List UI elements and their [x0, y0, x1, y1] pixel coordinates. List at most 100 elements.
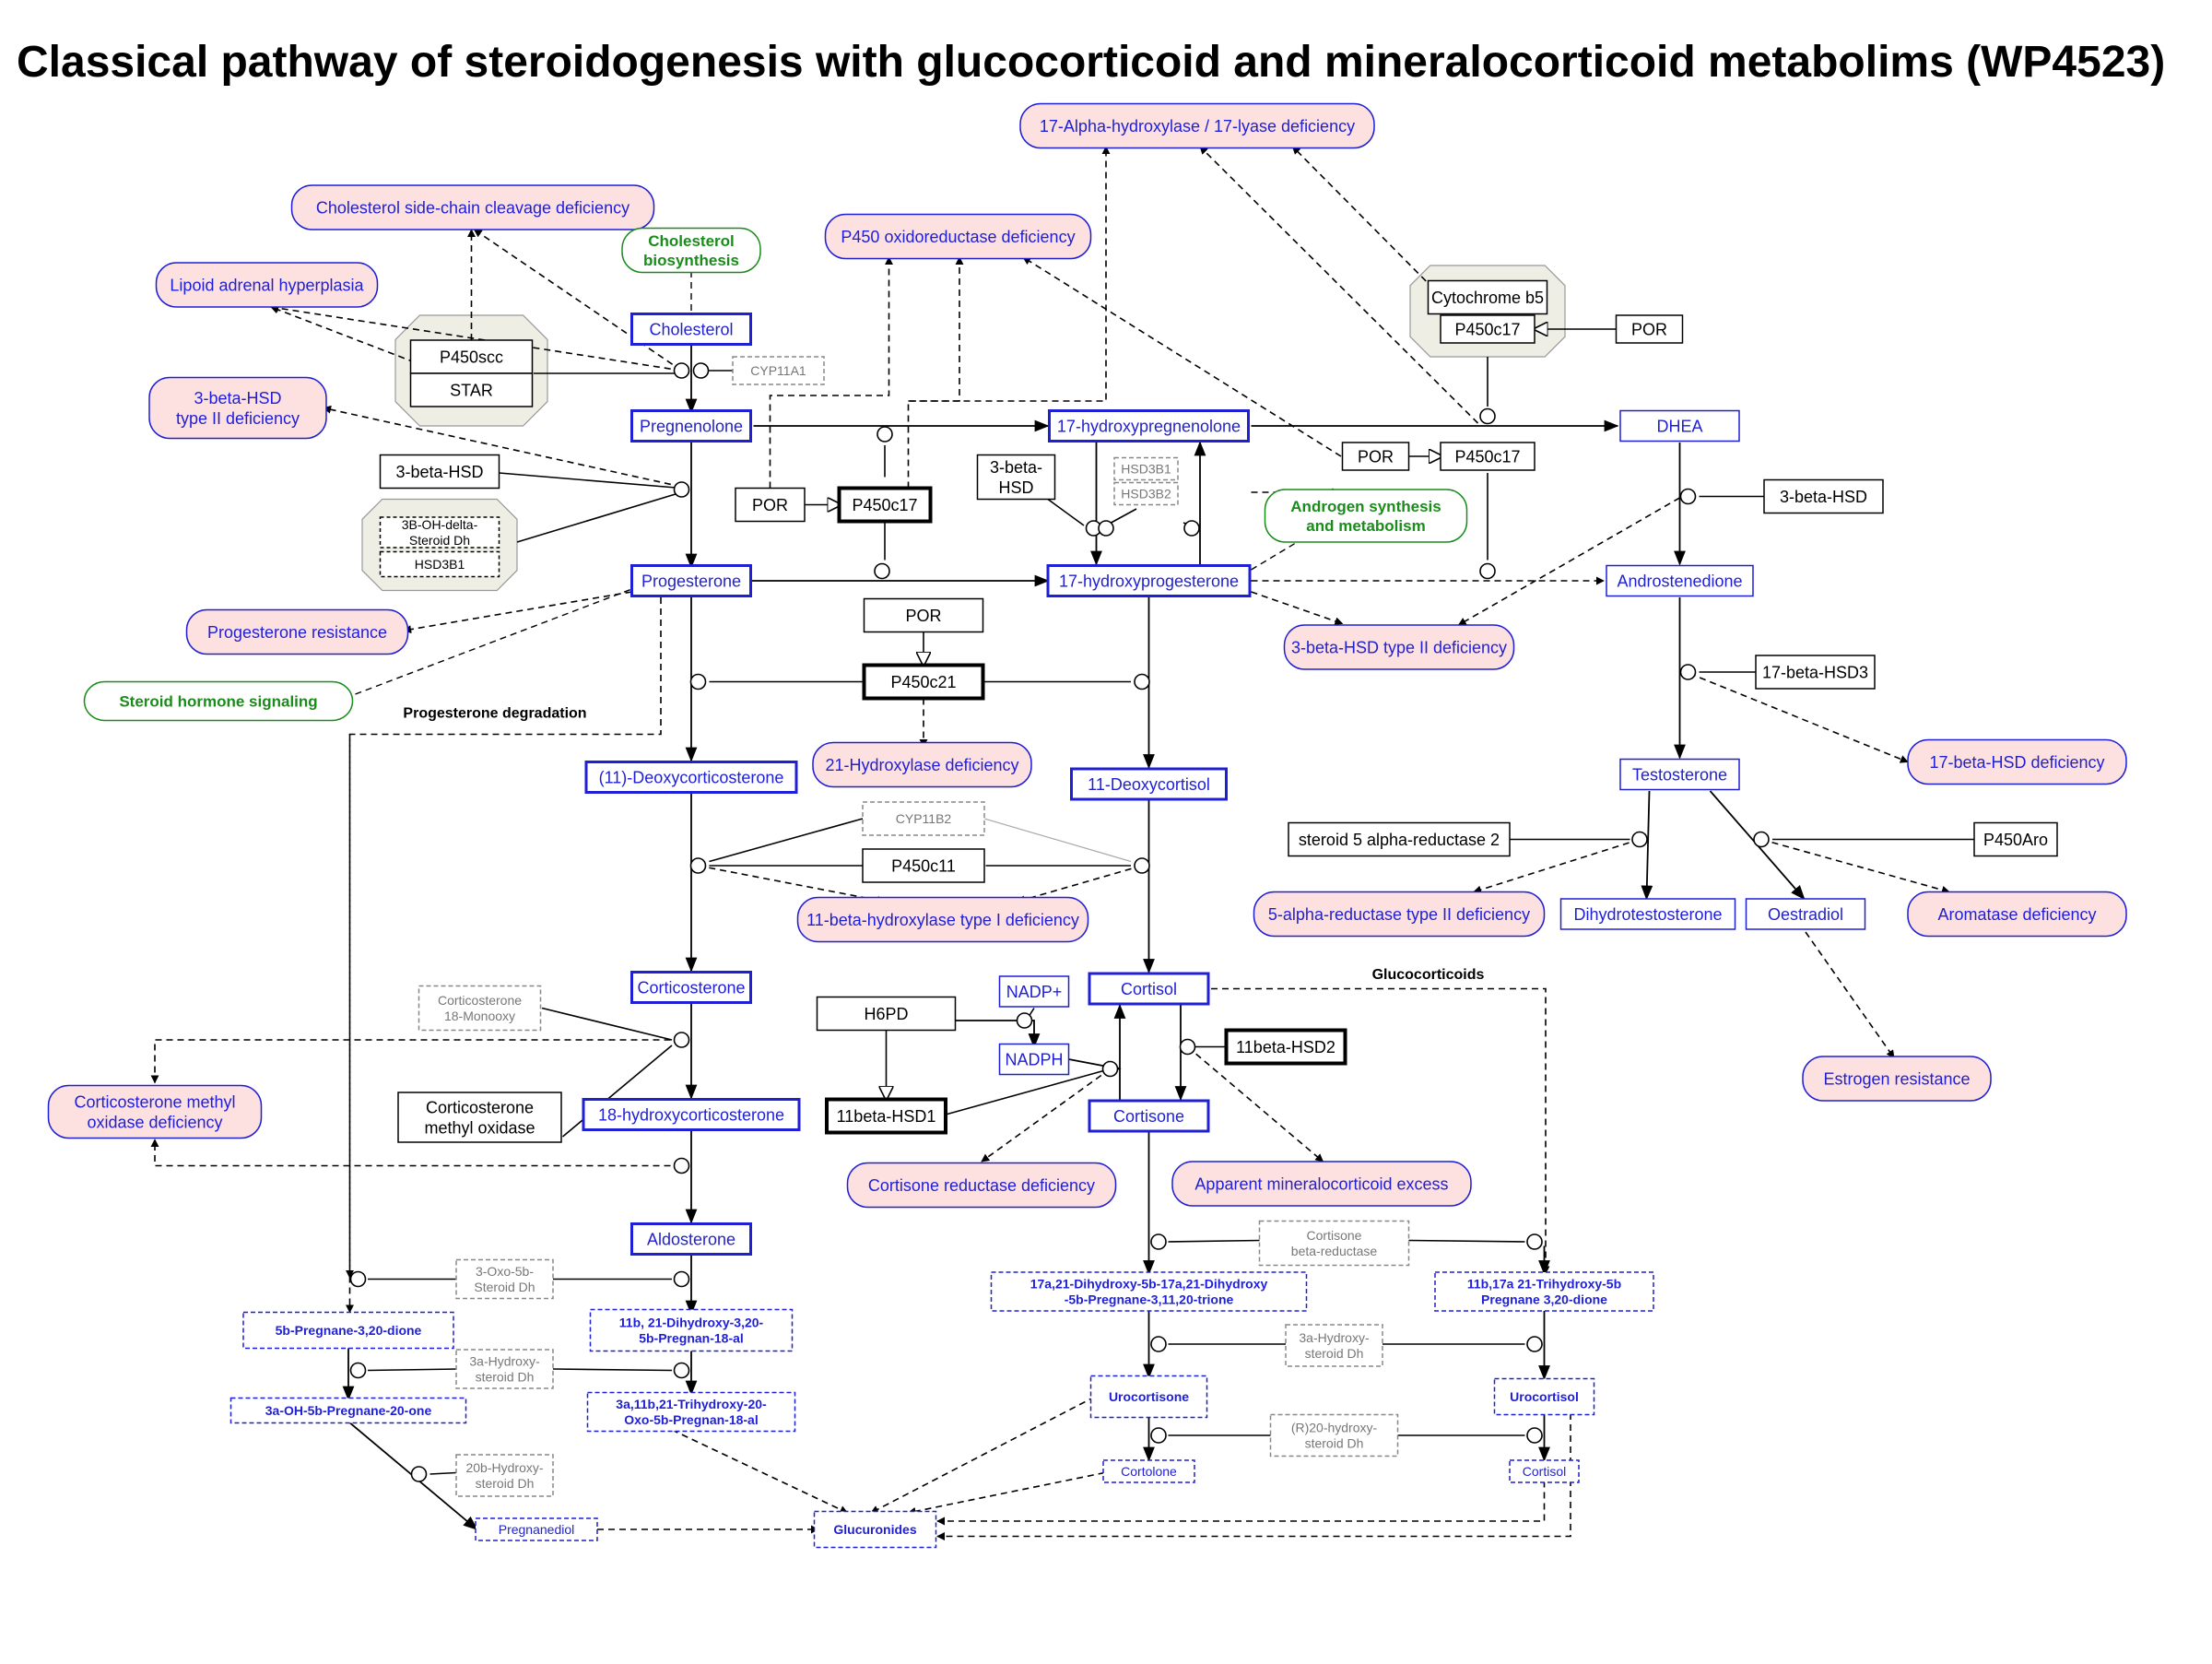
anchor-cmo [673, 1157, 690, 1174]
srd5a2-gene[interactable]: steroid 5 alpha-reductase 2 [1288, 821, 1511, 857]
20b-hydroxy-gene[interactable]: 20b-Hydroxy-steroid Dh [455, 1454, 554, 1497]
cholesterol-metabolite[interactable]: Cholesterol [630, 313, 752, 346]
p450c17-mid-gene[interactable]: P450c17 [837, 486, 933, 524]
p450c17-right-gene[interactable]: P450c17 [1440, 442, 1535, 471]
p450c21-gene[interactable]: P450c21 [862, 663, 985, 701]
18-hydroxycorticosterone-metabolite-label: 18-hydroxycorticosterone [598, 1105, 784, 1124]
deoxycorticosterone-metabolite[interactable]: (11)-Deoxycorticosterone [584, 761, 798, 794]
hsd3b2-mid-gene[interactable]: HSD3B2 [1113, 481, 1179, 506]
p450-oxidoreductase-disease[interactable]: P450 oxidoreductase deficiency [824, 213, 1092, 260]
cortolone-metabolite[interactable]: Cortolone [1102, 1459, 1195, 1483]
cytochrome-b5-gene[interactable]: Cytochrome b5 [1427, 279, 1548, 315]
aromatase-disease[interactable]: Aromatase deficiency [1907, 891, 2127, 938]
3-oxo-5b-gene[interactable]: 3-Oxo-5b-Steroid Dh [455, 1258, 554, 1300]
oestradiol-metabolite[interactable]: Oestradiol [1745, 898, 1866, 930]
progesterone-resistance-disease[interactable]: Progesterone resistance [185, 608, 409, 655]
deoxycortisol-metabolite[interactable]: 11-Deoxycortisol [1070, 767, 1228, 801]
aldosterone-metabolite[interactable]: Aldosterone [630, 1222, 752, 1256]
11beta-hsd1-gene[interactable]: 11beta-HSD1 [825, 1097, 947, 1135]
dihydroxy-pregnan-al-metabolite[interactable]: 11b, 21-Dihydroxy-3,20-5b-Pregnan-18-al [589, 1308, 794, 1352]
cyp11b2-gene[interactable]: CYP11B2 [862, 801, 985, 836]
side-chain-cleavage-disease[interactable]: Cholesterol side-chain cleavage deficien… [290, 184, 655, 230]
oh-pregnane-one-metabolite[interactable]: 3a-OH-5b-Pregnane-20-one [229, 1397, 467, 1424]
18-hydroxycorticosterone-metabolite[interactable]: 18-hydroxycorticosterone [582, 1098, 801, 1131]
glucuronides-metabolite[interactable]: Glucuronides [813, 1510, 937, 1549]
trihydroxy-oxo-to-glucuronides-link [671, 1429, 849, 1514]
p450c17-top-gene[interactable]: P450c17 [1440, 314, 1535, 344]
nadph-metabolite[interactable]: NADPH [998, 1043, 1070, 1076]
pregnanedione-metabolite[interactable]: 5b-Pregnane-3,20-dione [242, 1311, 454, 1350]
testosterone-metabolite[interactable]: Testosterone [1619, 758, 1740, 791]
17-beta-hsd3-gene[interactable]: 17-beta-HSD3 [1755, 655, 1876, 690]
progesterone-metabolite[interactable]: Progesterone [630, 564, 752, 597]
por-top-gene[interactable]: POR [1615, 314, 1684, 344]
11beta-hsd2-gene[interactable]: 11beta-HSD2 [1224, 1028, 1347, 1066]
hsd11b1-catalysis [945, 1068, 1111, 1115]
p450scc-gene[interactable]: P450scc [409, 339, 534, 374]
por-lower-gene[interactable]: POR [863, 597, 984, 633]
3-beta-hsd-right-gene-label: 3-beta-HSD [1780, 488, 1867, 506]
3-beta-hsd-right-disease[interactable]: 3-beta-HSD type II deficiency [1283, 624, 1515, 670]
3a-hydroxy-right-gene[interactable]: 3a-Hydroxy-steroid Dh [1285, 1324, 1383, 1367]
3-beta-hsd-left-gene[interactable]: 3-beta-HSD [379, 454, 500, 490]
p450aro-gene[interactable]: P450Aro [1973, 821, 2058, 857]
3-beta-hsd-right-gene[interactable]: 3-beta-HSD [1763, 478, 1884, 514]
17-beta-hsd-disease[interactable]: 17-beta-HSD deficiency [1907, 738, 2127, 785]
dhea-metabolite[interactable]: DHEA [1619, 409, 1740, 443]
trihydroxy-oxo-metabolite[interactable]: 3a,11b,21-Trihydroxy-20-Oxo-5b-Pregnan-1… [586, 1391, 796, 1433]
11-beta-hydroxylase-disease[interactable]: 11-beta-hydroxylase type I deficiency [796, 896, 1089, 943]
21-hydroxylase-disease[interactable]: 21-Hydroxylase deficiency [812, 741, 1032, 788]
17-hydroxyprogesterone-metabolite[interactable]: 17-hydroxyprogesterone [1046, 564, 1252, 597]
corticosterone-metabolite[interactable]: Corticosterone [630, 971, 752, 1004]
cyp11a1-gene[interactable]: CYP11A1 [732, 356, 825, 385]
p450c11-gene-label: P450c11 [891, 856, 956, 875]
3a-hydroxy-left-gene[interactable]: 3a-Hydroxy-steroid Dh [455, 1349, 554, 1389]
cortisone-reductase-disease[interactable]: Cortisone reductase deficiency [846, 1162, 1117, 1209]
steroid-signaling-link [355, 588, 632, 695]
h6pd-gene[interactable]: H6PD [816, 996, 957, 1032]
pregnanediol-metabolite[interactable]: Pregnanediol [475, 1517, 598, 1541]
cortisol-small-metabolite[interactable]: Cortisol [1509, 1459, 1580, 1483]
mineralocorticoid-excess-disease[interactable]: Apparent mineralocorticoid excess [1171, 1161, 1472, 1207]
interaction-edge-layer [150, 146, 1977, 1540]
por-mid-gene[interactable]: POR [735, 487, 806, 523]
nadp-plus-metabolite[interactable]: NADP+ [998, 975, 1070, 1008]
urocortisol-metabolite[interactable]: Urocortisol [1493, 1377, 1595, 1416]
p450c11-gene[interactable]: P450c11 [862, 848, 985, 883]
cortisone-metabolite[interactable]: Cortisone [1088, 1099, 1210, 1133]
hsd3b1-left-gene[interactable]: HSD3B1 [379, 550, 500, 578]
3-beta-hsd-mid-gene[interactable]: 3-beta-HSD [976, 454, 1056, 501]
cortisol-metabolite[interactable]: Cortisol [1088, 972, 1210, 1006]
dihydroxy-trione-metabolite[interactable]: 17a,21-Dihydroxy-5b-17a,21-Dihydroxy-5b-… [990, 1271, 1308, 1312]
11beta-hsd2-gene-label: 11beta-HSD2 [1236, 1038, 1335, 1056]
3b-oh-delta-gene[interactable]: 3B-OH-delta-Steroid Dh [379, 516, 500, 549]
hsd3b1-mid-gene[interactable]: HSD3B1 [1113, 456, 1179, 481]
urocortisone-metabolite[interactable]: Urocortisone [1089, 1375, 1208, 1419]
17-hydroxypregnenolone-metabolite[interactable]: 17-hydroxypregnenolone [1048, 409, 1250, 443]
steroid-hormone-signaling-pathway[interactable]: Steroid hormone signaling [83, 680, 354, 722]
alpha-hydroxylase-disease[interactable]: 17-Alpha-hydroxylase / 17-lyase deficien… [1019, 102, 1375, 149]
5-alpha-reductase-disease[interactable]: 5-alpha-reductase type II deficiency [1253, 891, 1546, 938]
lipoid-adrenal-disease[interactable]: Lipoid adrenal hyperplasia [155, 262, 379, 308]
dihydrotestosterone-metabolite[interactable]: Dihydrotestosterone [1559, 898, 1736, 930]
androstenedione-metabolite[interactable]: Androstenedione [1606, 564, 1754, 597]
svg-text:Progesterone degradation: Progesterone degradation [403, 706, 586, 722]
r20-hydroxy-gene[interactable]: (R)20-hydroxy-steroid Dh [1269, 1413, 1399, 1457]
por-right-gene[interactable]: POR [1341, 442, 1410, 471]
estrogen-resistance-disease[interactable]: Estrogen resistance [1802, 1056, 1992, 1102]
3b-oh-delta-gene-label: 3B-OH-delta-Steroid Dh [402, 517, 478, 548]
star-gene[interactable]: STAR [409, 372, 534, 407]
pregnenolone-metabolite[interactable]: Pregnenolone [630, 409, 752, 443]
